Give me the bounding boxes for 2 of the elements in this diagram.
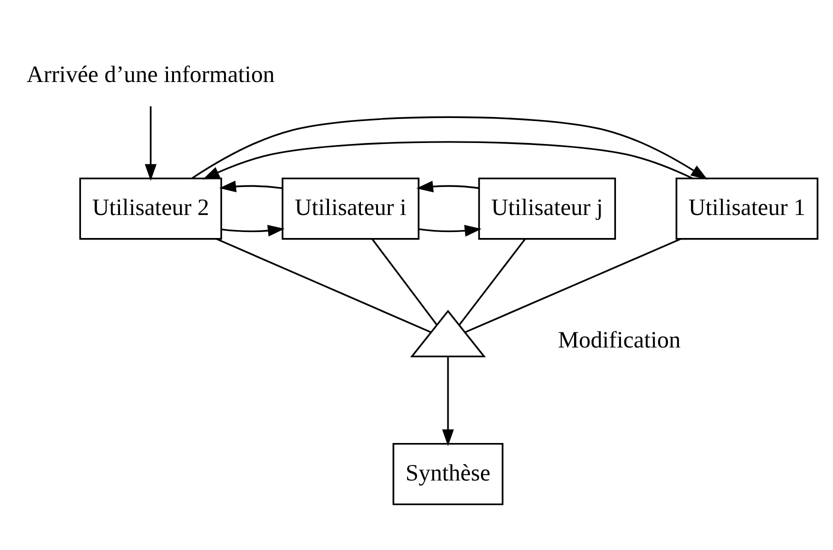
label: Modification bbox=[558, 328, 681, 354]
node-text: Arrivée d’une information bbox=[26, 62, 275, 88]
